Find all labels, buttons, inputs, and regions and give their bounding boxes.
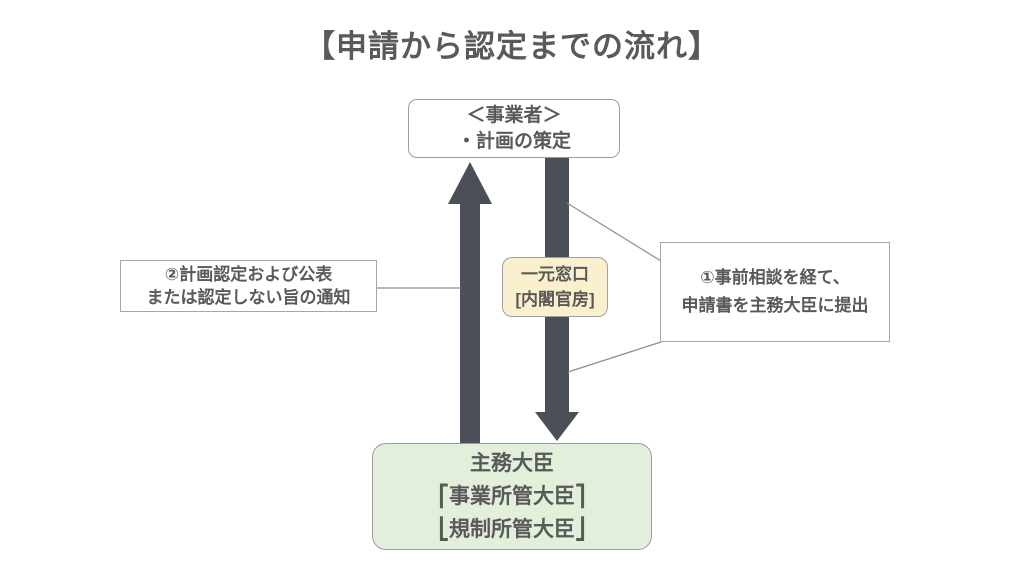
right-connector-line-bottom: [567, 341, 662, 373]
business-operator-detail: ・計画の策定: [456, 130, 571, 152]
minister-regulation-jurisdiction: ⎣規制所管大臣⎦: [438, 518, 586, 541]
approval-note-line-1: ②計画認定および公表: [164, 265, 333, 284]
node-minister: 主務大臣 ⎡事業所管大臣⎤ ⎣規制所管大臣⎦: [372, 443, 652, 550]
single-window-office: [内閣官房]: [515, 290, 595, 309]
minister-heading: 主務大臣: [470, 452, 554, 475]
approval-note-line-2: または認定しない旨の通知: [146, 288, 351, 307]
up-arrow-icon: [448, 162, 492, 443]
application-note-line-2: 申請書を主務大臣に提出: [681, 296, 869, 315]
application-note-line-1: ①事前相談を経て、: [700, 268, 850, 287]
node-approval-note: ②計画認定および公表 または認定しない旨の通知: [120, 260, 377, 312]
node-single-window: 一元窓口 [内閣官房]: [502, 257, 608, 317]
business-operator-heading: ＜事業者＞: [466, 104, 562, 126]
single-window-title: 一元窓口: [521, 265, 589, 284]
node-business-operator: ＜事業者＞ ・計画の策定: [408, 99, 620, 158]
node-application-note: ①事前相談を経て、 申請書を主務大臣に提出: [660, 242, 890, 342]
right-connector-line-top: [566, 202, 662, 262]
page-title: 【申請から認定までの流れ】: [304, 29, 720, 64]
minister-business-jurisdiction: ⎡事業所管大臣⎤: [438, 485, 586, 508]
